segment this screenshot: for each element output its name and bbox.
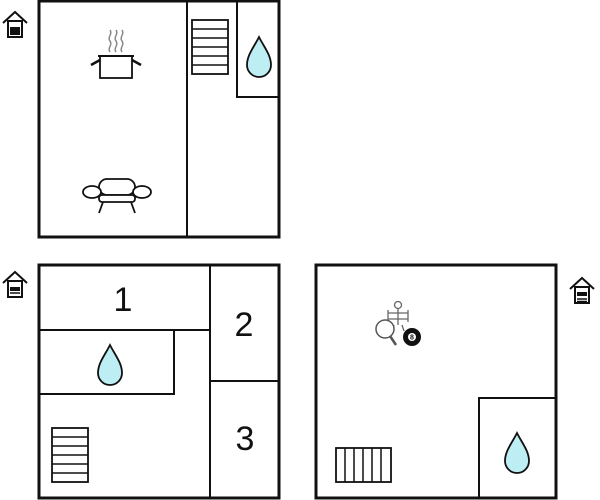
table-tennis-icon	[375, 319, 398, 346]
plan-upper-level	[2, 0, 281, 239]
house-level-icon-upper	[2, 11, 28, 38]
plan-ground-level: 1 2 3	[2, 263, 281, 500]
water-drop-icon	[504, 432, 530, 474]
stairs-icon	[191, 19, 229, 75]
room-number-1: 1	[114, 281, 133, 319]
stairs-icon	[335, 447, 392, 483]
billiard-ball-icon: 8	[403, 328, 421, 346]
billiard-ball-label: 8	[410, 335, 414, 342]
outer-walls	[37, 0, 281, 239]
bathroom-walls	[236, 1, 279, 98]
room-number-3: 3	[236, 420, 255, 458]
water-drop-icon	[97, 344, 123, 386]
cooking-pot-icon	[90, 29, 142, 79]
stairs-icon	[51, 427, 89, 483]
house-level-icon-ground	[2, 271, 28, 298]
armchair-icon	[82, 178, 152, 214]
outer-walls	[314, 263, 558, 500]
house-level-icon-basement	[569, 277, 595, 304]
water-drop-icon	[246, 36, 272, 78]
bathroom-walls	[39, 330, 175, 395]
plan-basement-level: 8	[314, 263, 595, 500]
bathroom-walls	[478, 397, 556, 498]
room-number-2: 2	[235, 306, 254, 344]
